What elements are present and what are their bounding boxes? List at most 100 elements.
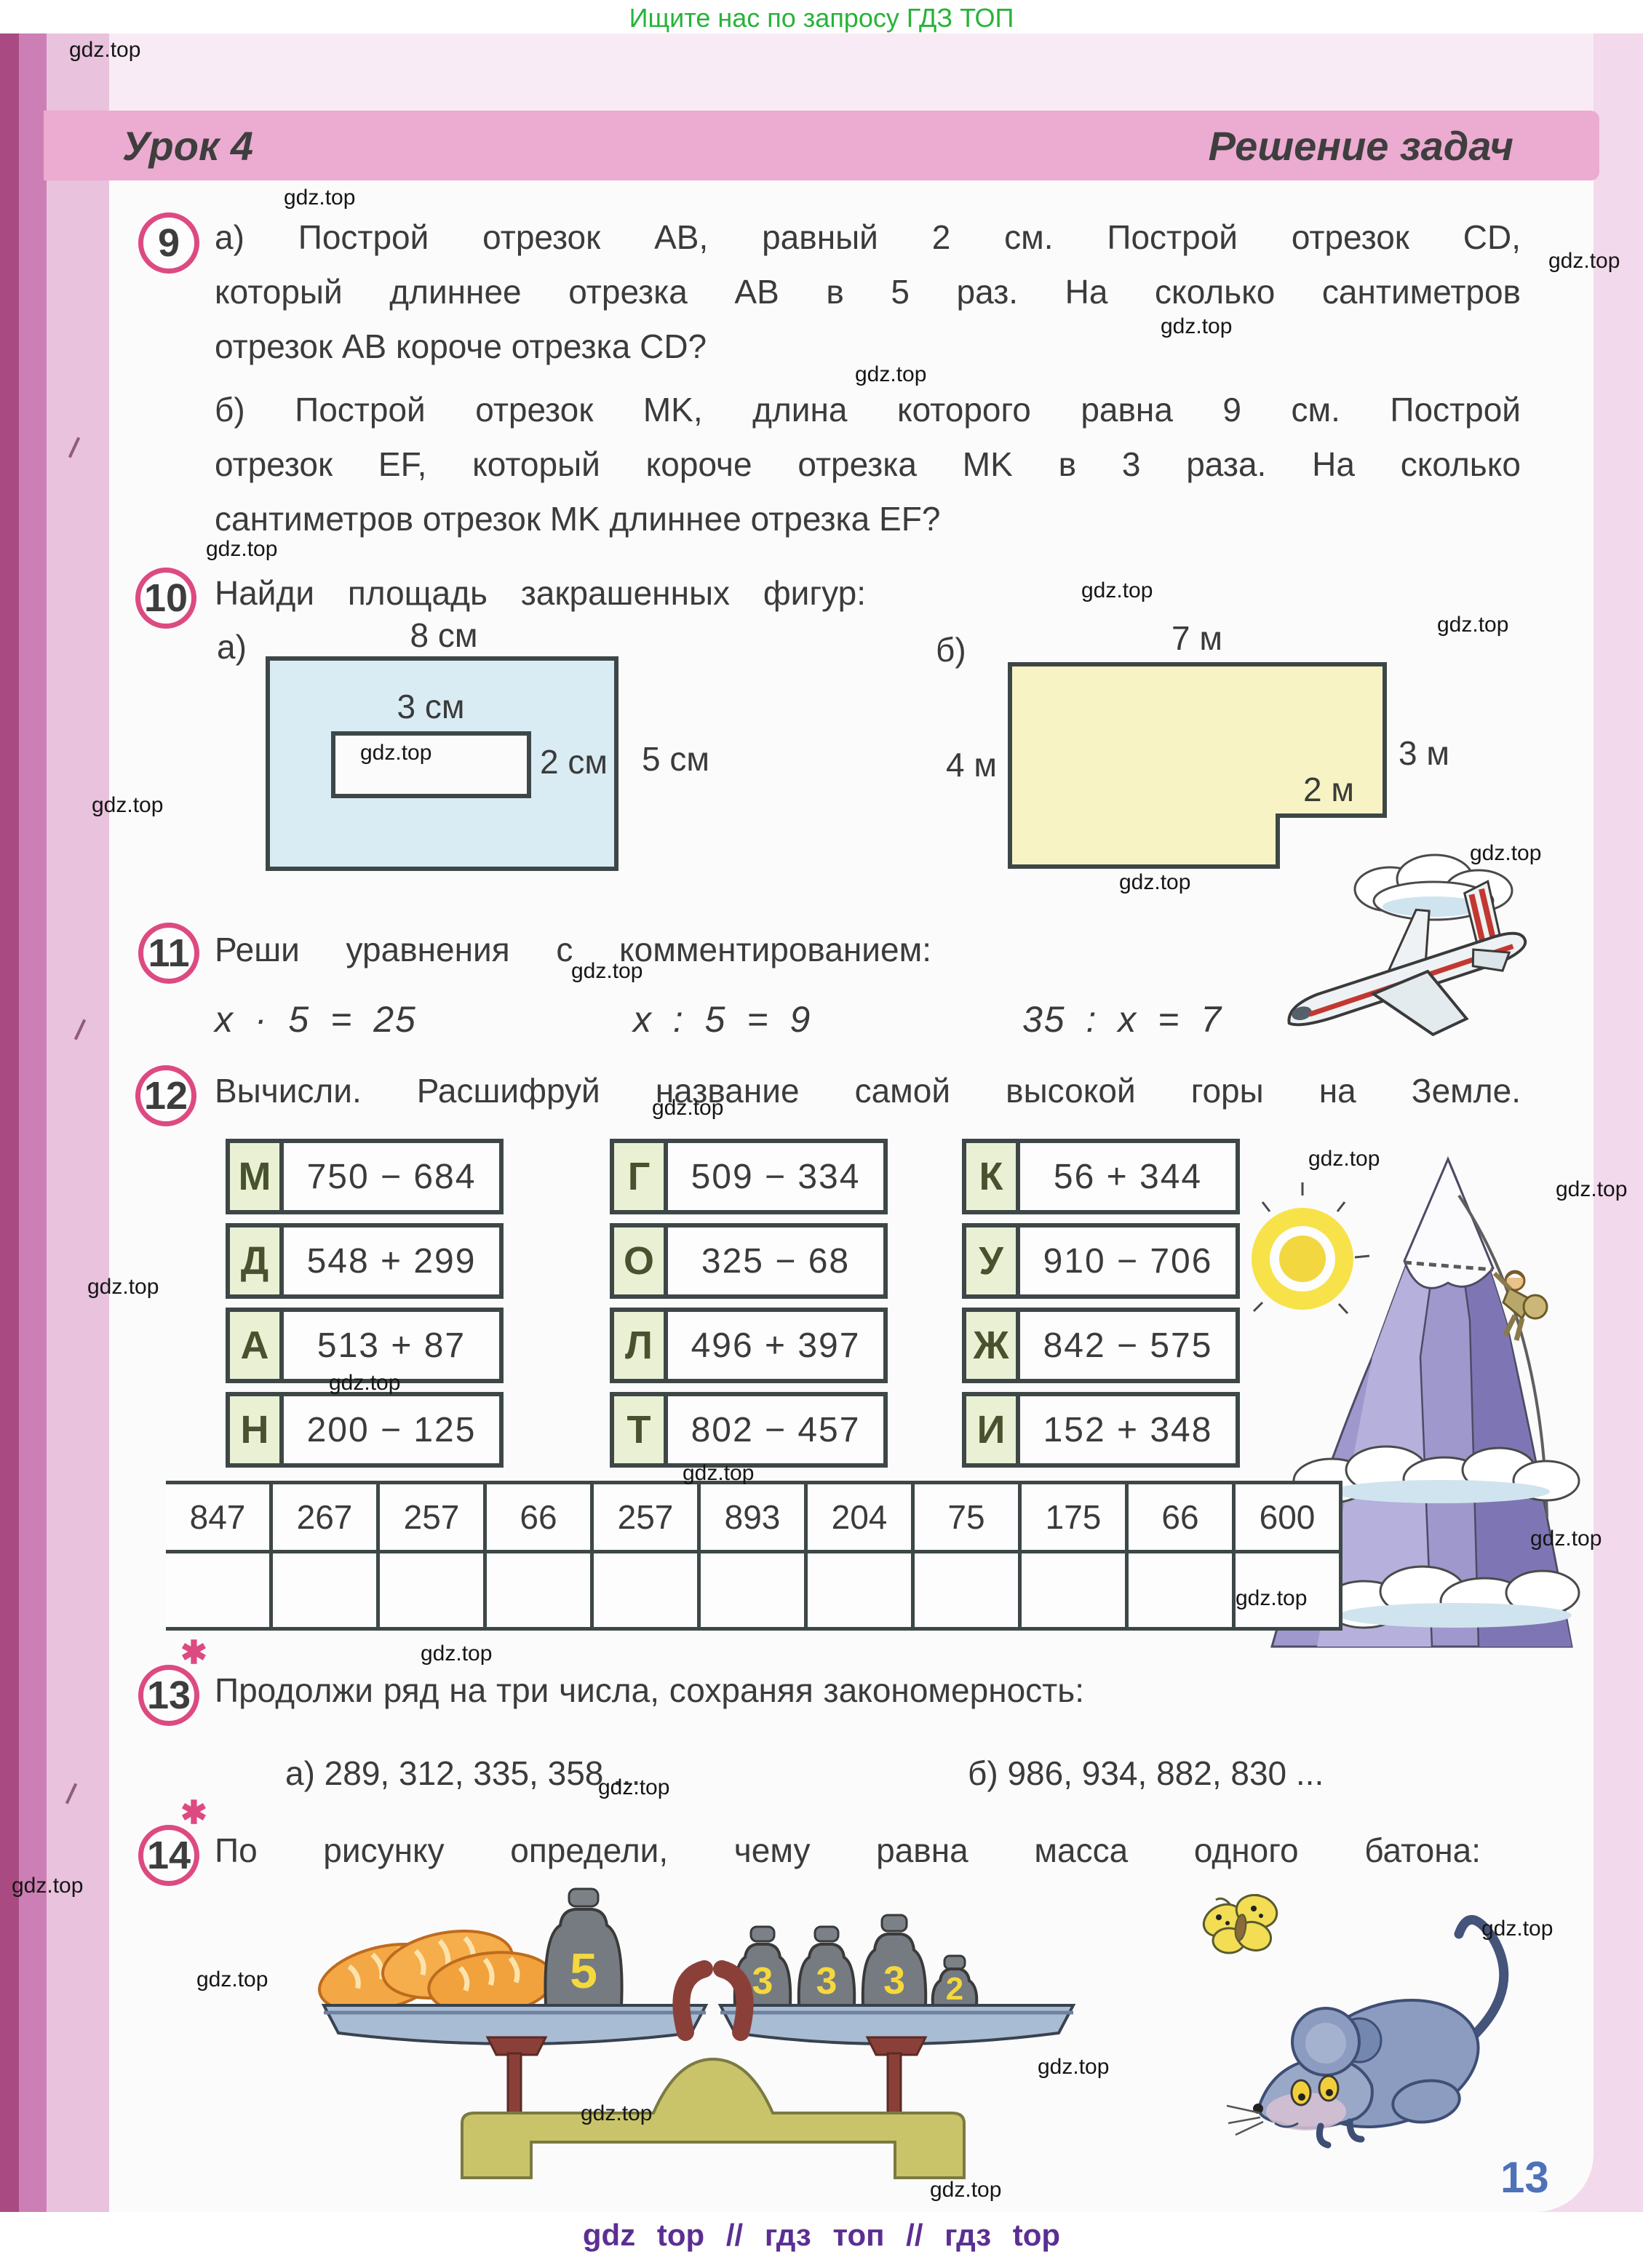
watermark: gdz.top: [196, 1967, 268, 1992]
binding-strip-mid: [19, 33, 47, 2212]
problem-10-number: 10: [135, 568, 196, 629]
watermark: gdz.top: [1470, 841, 1542, 865]
weight-3-label: 3: [883, 1959, 905, 2002]
cipher-row: У 910 − 706: [962, 1223, 1240, 1299]
problem-13-number: 13: [138, 1665, 199, 1726]
cipher-row: К 56 + 344: [962, 1139, 1240, 1214]
watermark: gdz.top: [206, 537, 278, 561]
watermark: gdz.top: [1530, 1527, 1602, 1551]
lesson-label: Урок 4: [122, 122, 254, 169]
cipher-expression-cell: 496 + 397: [668, 1308, 888, 1383]
mouse-butterfly-illustration: [1202, 1894, 1509, 2149]
cloud-band-lower: [1323, 1565, 1580, 1629]
watermark: gdz.top: [1119, 870, 1191, 894]
answer-strip-value-cell: 893: [701, 1481, 808, 1553]
problem-12-number: 12: [135, 1065, 196, 1126]
answer-strip-empty-cell: [273, 1553, 380, 1631]
header-band: Урок 4 Решение задач: [44, 111, 1599, 180]
figure-a-inner-top-dimension: 3 см: [397, 688, 465, 725]
cipher-row: И 152 + 348: [962, 1392, 1240, 1468]
balance-scale-illustration: 5 3 3 3 2: [318, 1887, 1076, 2179]
watermark: gdz.top: [1081, 578, 1153, 602]
cipher-letter-cell: Д: [226, 1223, 284, 1299]
mountain-icon: [1270, 1156, 1580, 1648]
cipher-letter-cell: У: [962, 1223, 1020, 1299]
answer-strip-empty-cell: [1129, 1553, 1236, 1631]
watermark: gdz.top: [1481, 1917, 1554, 1941]
figure-a-right-dimension: 5 см: [642, 740, 709, 778]
cipher-letter-cell: А: [226, 1308, 284, 1383]
problem-12-title: Вычисли. Расшифруй название самой высоко…: [215, 1072, 1521, 1110]
figure-b-label: б): [936, 631, 966, 669]
cipher-expression-cell: 548 + 299: [284, 1223, 504, 1299]
problem-9-number: 9: [138, 212, 199, 274]
cipher-expression-cell: 56 + 344: [1020, 1139, 1240, 1214]
answer-strip-value-cell: 66: [487, 1481, 594, 1553]
scale-pans: [321, 2004, 1076, 2045]
answer-strip-empty-row: [166, 1553, 1342, 1631]
answer-strip-value-cell: 75: [915, 1481, 1022, 1553]
problem-9-line: отрезок EF, который короче отрезка MK в …: [215, 445, 1521, 483]
watermark: gdz.top: [683, 1461, 755, 1485]
watermark: gdz.top: [87, 1275, 159, 1299]
watermark: gdz.top: [581, 2101, 653, 2125]
problem-14-star: ✱: [180, 1795, 207, 1831]
watermark: gdz.top: [284, 186, 356, 210]
cipher-row: Н 200 − 125: [226, 1392, 504, 1468]
figure-a-inner-right-dimension: 2 см: [540, 743, 608, 781]
cipher-expression-cell: 750 − 684: [284, 1139, 504, 1214]
answer-strip-value-cell: 847: [166, 1481, 273, 1553]
watermark: gdz.top: [1038, 2055, 1110, 2079]
watermark: gdz.top: [1308, 1147, 1380, 1171]
watermark: gdz.top: [1548, 249, 1620, 273]
cipher-column-1: М 750 − 684 Д 548 + 299 А 513 + 87 Н 200…: [226, 1139, 504, 1476]
airplane-icon: [1287, 880, 1527, 1037]
answer-strip-empty-cell: [808, 1553, 915, 1631]
cipher-row: О 325 − 68: [610, 1223, 888, 1299]
watermark: gdz.top: [652, 1096, 724, 1120]
cipher-row: М 750 − 684: [226, 1139, 504, 1214]
equation-1: x · 5 = 25: [215, 999, 417, 1040]
weight-5-icon: 5: [544, 1887, 624, 2007]
cipher-letter-cell: Т: [610, 1392, 668, 1468]
problem-9-line: а) Построй отрезок AB, равный 2 см. Пост…: [215, 218, 1521, 256]
cipher-letter-cell: О: [610, 1223, 668, 1299]
cipher-letter-cell: Ж: [962, 1308, 1020, 1383]
answer-strip-empty-cell: [1236, 1553, 1342, 1631]
watermark: gdz.top: [329, 1371, 401, 1395]
answer-strip-empty-cell: [487, 1553, 594, 1631]
airplane-illustration: [1287, 854, 1527, 1037]
bread-loaves-icon: [318, 1929, 555, 2016]
weight-3-label: 3: [752, 1960, 773, 2002]
promo-banner-text: Ищите нас по запросу ГДЗ ТОП: [629, 3, 1014, 33]
watermark: gdz.top: [12, 1874, 84, 1898]
cipher-letter-cell: Н: [226, 1392, 284, 1468]
cipher-letter-cell: М: [226, 1139, 284, 1214]
figure-b-notch-dimension: 2 м: [1303, 771, 1354, 808]
cipher-letter-cell: Г: [610, 1139, 668, 1214]
figure-a-inner-rectangle: [331, 731, 531, 798]
page-top-tint: [109, 33, 1594, 111]
watermark: gdz.top: [69, 38, 141, 62]
watermark: gdz.top: [930, 2178, 1002, 2202]
sun-icon: [1252, 1182, 1370, 1315]
footer-text: gdz top // гдз топ // гдз top: [582, 2218, 1061, 2252]
answer-strip-empty-cell: [1022, 1553, 1129, 1631]
answer-strip-value-cell: 66: [1129, 1481, 1236, 1553]
problem-9-line: отрезок AB короче отрезка CD?: [215, 327, 707, 365]
watermark: gdz.top: [855, 362, 927, 386]
cipher-row: Ж 842 − 575: [962, 1308, 1240, 1383]
watermark: gdz.top: [1161, 314, 1233, 338]
cipher-expression-cell: 200 − 125: [284, 1392, 504, 1468]
cipher-expression-cell: 509 − 334: [668, 1139, 888, 1214]
cloud-band-upper: [1292, 1445, 1580, 1504]
watermark: gdz.top: [571, 959, 643, 983]
problem-13-series-a: а) 289, 312, 335, 358 ...: [285, 1754, 641, 1792]
page-title: Решение задач: [1208, 122, 1513, 169]
figure-a-label: а): [217, 628, 247, 666]
watermark: gdz.top: [1556, 1177, 1628, 1201]
butterfly-icon: [1202, 1894, 1278, 1954]
problem-13-title: Продолжи ряд на три числа, сохраняя зако…: [215, 1671, 1084, 1709]
answer-strip-value-cell: 204: [808, 1481, 915, 1553]
